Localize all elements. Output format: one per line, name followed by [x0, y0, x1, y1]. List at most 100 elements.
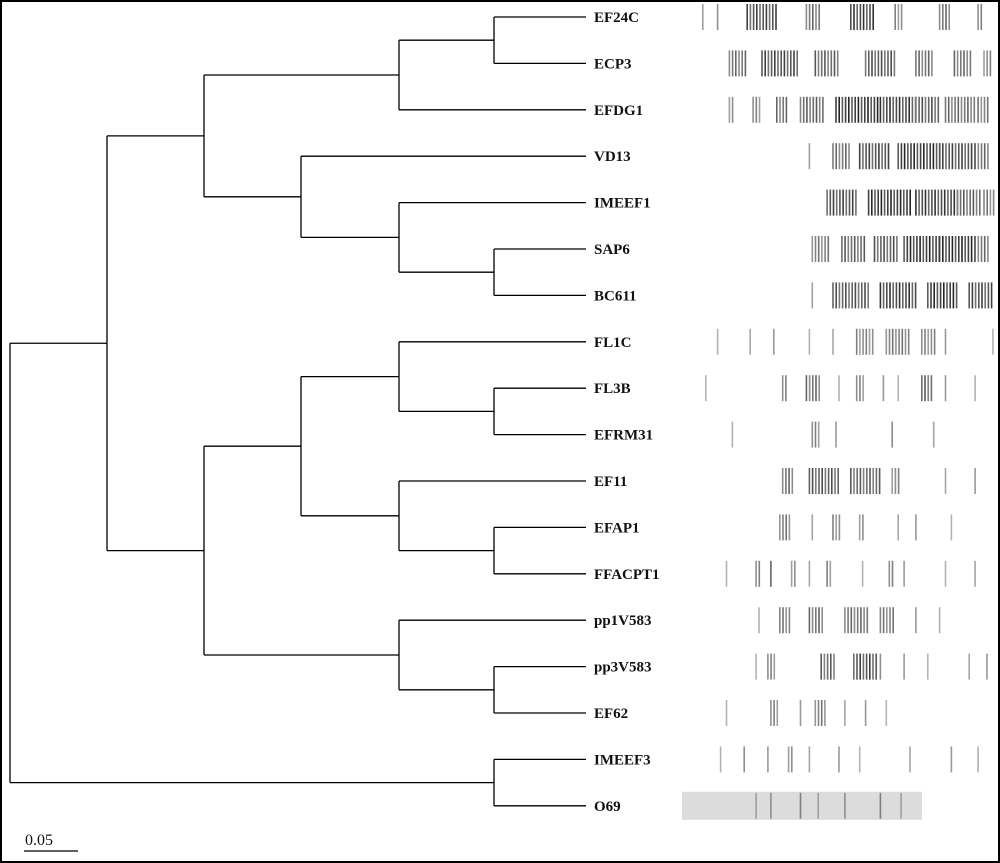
band [987, 143, 989, 170]
band [867, 189, 870, 216]
band [857, 236, 859, 262]
band [897, 143, 899, 170]
taxon-label-pp3v583: pp3V583 [594, 660, 652, 676]
band [776, 96, 778, 123]
taxon-label-pp1v583: pp1V583 [594, 613, 652, 629]
band [874, 50, 876, 77]
band-pattern-ffacpt1 [725, 560, 976, 587]
band [944, 96, 947, 123]
band [974, 236, 976, 262]
band [934, 189, 936, 216]
band [909, 746, 911, 773]
band [950, 189, 952, 216]
band [930, 282, 932, 309]
band [898, 282, 901, 309]
band [864, 700, 867, 726]
band [882, 96, 885, 123]
band [770, 700, 772, 726]
band [770, 792, 772, 819]
band [811, 468, 814, 494]
band [770, 50, 773, 77]
band [764, 50, 766, 77]
band [833, 653, 835, 680]
band [951, 143, 954, 170]
band [773, 700, 775, 726]
band [806, 96, 808, 123]
band [845, 189, 848, 216]
band [774, 50, 776, 77]
band [898, 96, 901, 123]
band [866, 607, 869, 634]
band [855, 189, 857, 216]
band [924, 189, 927, 216]
band [983, 236, 986, 262]
band [886, 607, 888, 634]
band [945, 143, 947, 170]
band [895, 328, 897, 355]
band [887, 50, 889, 77]
band [835, 96, 837, 123]
band [838, 96, 840, 123]
band [889, 282, 891, 309]
band [933, 328, 936, 355]
band [927, 50, 930, 77]
band [779, 514, 781, 541]
band [865, 143, 867, 170]
band [808, 328, 811, 355]
band [794, 560, 796, 587]
band [942, 4, 944, 30]
band [897, 468, 900, 494]
band [728, 50, 731, 77]
band [862, 653, 865, 680]
band [879, 282, 882, 309]
band [980, 236, 983, 262]
band [864, 96, 866, 123]
band [924, 50, 927, 77]
band [894, 468, 897, 494]
band [936, 282, 939, 309]
band [927, 189, 930, 216]
band [785, 607, 787, 634]
band [950, 746, 953, 773]
band-pattern-efap1 [779, 514, 953, 541]
gel-lane-background [682, 791, 922, 820]
band [817, 421, 820, 448]
band [856, 4, 858, 30]
band [875, 468, 878, 494]
band [775, 4, 777, 30]
band [957, 96, 960, 123]
band [924, 96, 927, 123]
band [990, 282, 993, 309]
band [758, 607, 760, 634]
taxon-label-fl3b: FL3B [594, 381, 631, 397]
band [822, 96, 824, 123]
band [841, 282, 844, 309]
band [946, 282, 948, 309]
band [873, 96, 876, 123]
band [850, 236, 853, 262]
band [856, 653, 858, 680]
band [862, 375, 864, 402]
band [883, 189, 886, 216]
band [882, 375, 885, 402]
band [906, 189, 908, 216]
band [869, 4, 871, 30]
band [788, 607, 791, 634]
band [773, 328, 775, 355]
band [814, 421, 817, 448]
band [889, 96, 891, 123]
band [860, 236, 862, 262]
band [905, 282, 907, 309]
band [879, 607, 882, 634]
band [944, 375, 947, 402]
band [848, 143, 850, 170]
band [832, 143, 834, 170]
band [987, 282, 990, 309]
band [986, 189, 988, 216]
band [907, 328, 910, 355]
band [882, 607, 885, 634]
band [937, 96, 940, 123]
band [915, 96, 917, 123]
band [898, 328, 900, 355]
band [790, 50, 792, 77]
